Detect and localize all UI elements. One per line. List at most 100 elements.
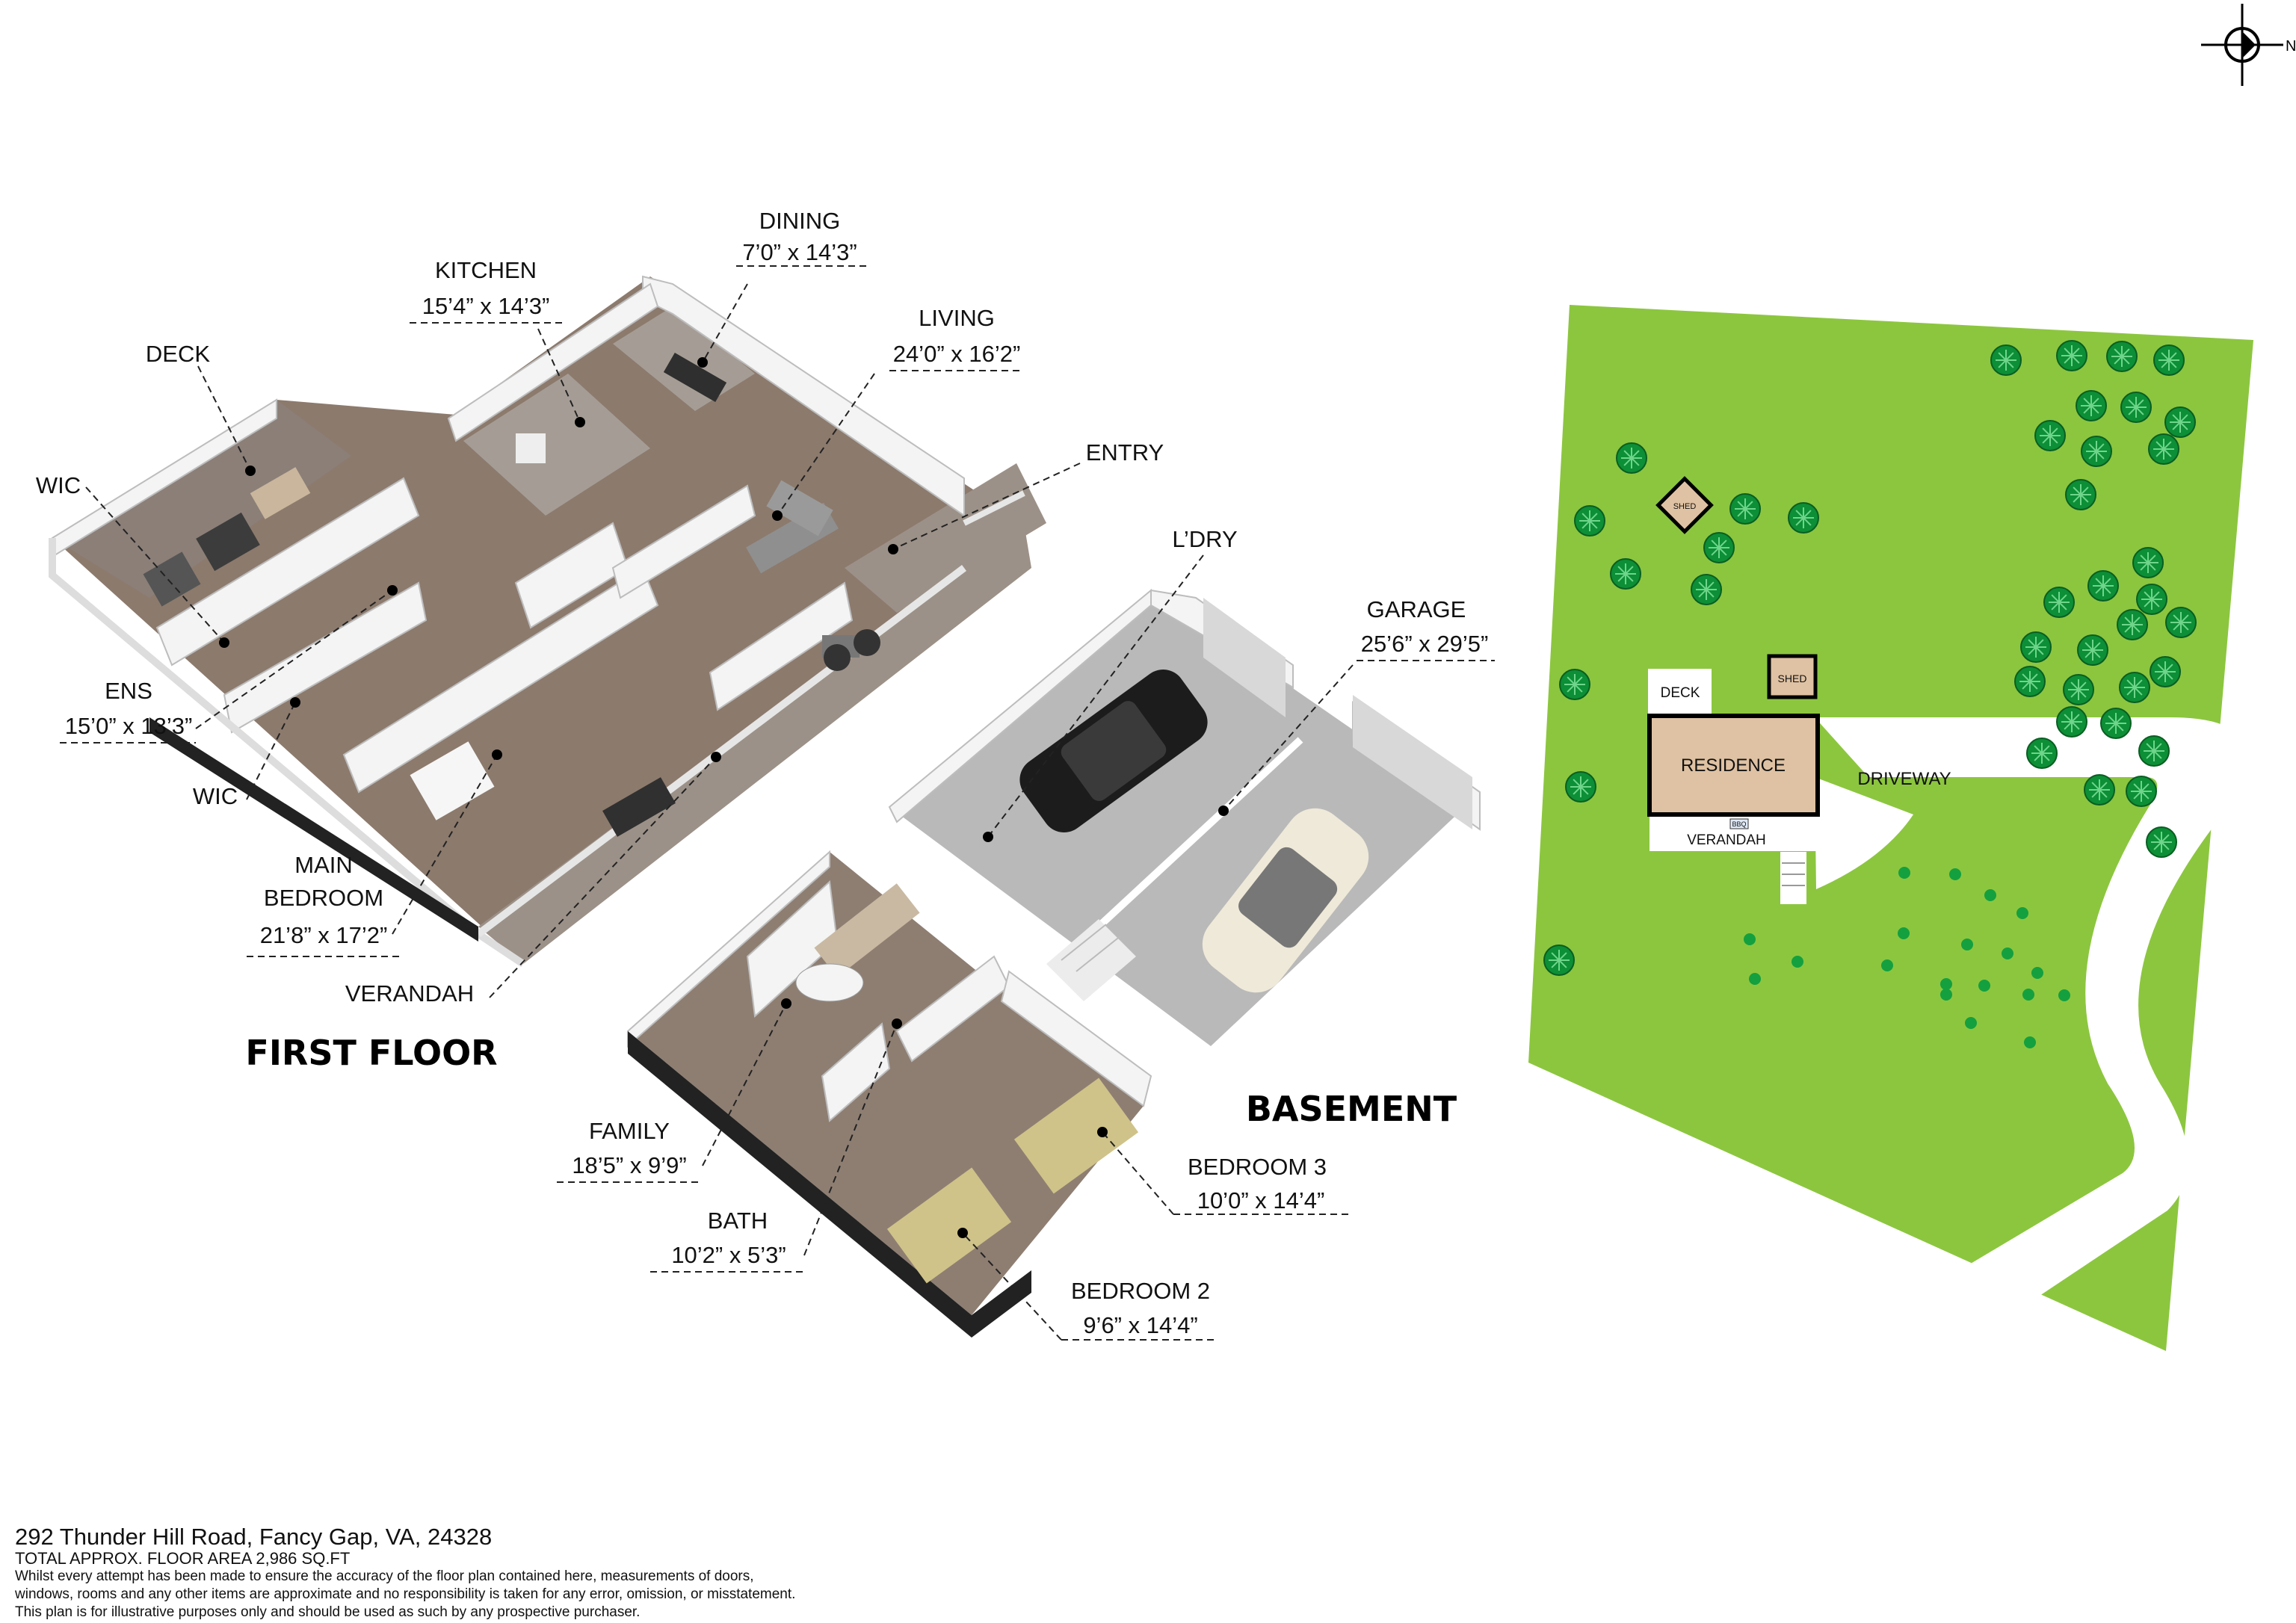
tree-icon [2063, 674, 2094, 705]
tree-icon [2126, 776, 2157, 807]
first-floor-model [49, 275, 1046, 968]
bedroom2-dims: 9’6” x 14’4” [1083, 1312, 1197, 1338]
tree-icon [2100, 708, 2132, 739]
site-trees [1543, 340, 2197, 976]
tree-icon [2146, 826, 2177, 858]
garage-dims: 25’6” x 29’5” [1361, 631, 1489, 657]
tree-icon [1616, 442, 1647, 474]
disclaimer-line-1: Whilst every attempt has been made to en… [15, 1568, 754, 1584]
shrub-icon [1881, 959, 1893, 971]
tree-icon [2132, 547, 2164, 578]
entry-label: ENTRY [1086, 439, 1164, 466]
ens-label: ENS [105, 678, 152, 704]
kitchen-dims: 15’4” x 14’3” [422, 293, 550, 319]
residence-label: RESIDENCE [1681, 755, 1786, 776]
tree-icon [2076, 390, 2107, 421]
tree-icon [1990, 344, 2022, 376]
shrub-icon [2031, 967, 2043, 979]
tree-icon [2084, 774, 2115, 806]
shed-top-label: SHED [1673, 502, 1697, 511]
shrub-icon [2022, 989, 2034, 1001]
site-deck [1648, 669, 1712, 715]
shrub-icon [1984, 889, 1996, 901]
shrub-icon [1961, 939, 1973, 950]
family-label: FAMILY [589, 1118, 670, 1144]
tree-icon [1574, 505, 1605, 537]
shrub-icon [1940, 989, 1952, 1001]
ens-dims: 15’0” x 13’3” [65, 713, 193, 739]
tree-icon [1691, 574, 1722, 605]
basement-title: BASEMENT [1246, 1089, 1457, 1129]
property-address: 292 Thunder Hill Road, Fancy Gap, VA, 24… [15, 1524, 493, 1550]
tree-icon [2087, 570, 2119, 602]
tree-icon [2153, 344, 2185, 376]
shrub-icon [1978, 980, 1990, 992]
bedroom2-label: BEDROOM 2 [1071, 1278, 1210, 1304]
compass-north-label: N [2286, 38, 2296, 55]
tree-icon [2020, 631, 2052, 663]
shrub-icon [1792, 956, 1803, 968]
tree-icon [2120, 392, 2152, 423]
tree-icon [1729, 493, 1761, 525]
basement-model [627, 588, 1481, 1338]
tree-icon [2034, 420, 2066, 451]
footer: 292 Thunder Hill Road, Fancy Gap, VA, 24… [15, 1524, 1061, 1622]
tree-icon [2119, 672, 2150, 703]
total-floor-area: TOTAL APPROX. FLOOR AREA 2,986 SQ.FT [15, 1549, 351, 1568]
kitchen-label: KITCHEN [435, 257, 537, 283]
shrub-icon [1940, 978, 1952, 990]
tree-icon [2056, 706, 2087, 738]
wic-top-label: WIC [36, 472, 81, 498]
tree-icon [1788, 502, 1819, 534]
tree-icon [2150, 656, 2181, 687]
laundry-label: L’DRY [1172, 526, 1237, 552]
living-label: LIVING [919, 305, 995, 331]
shrub-icon [2016, 907, 2028, 919]
dining-label: DINING [759, 208, 841, 234]
deck-label: DECK [146, 341, 210, 367]
driveway [1815, 717, 2248, 1300]
shed-top: SHED [1655, 476, 1714, 534]
shrub-icon [1965, 1017, 1977, 1029]
bedroom3-label: BEDROOM 3 [1188, 1154, 1327, 1180]
bath-dims: 10’2” x 5’3” [671, 1242, 786, 1268]
site-shrubs [1744, 867, 2070, 1048]
tree-icon [2077, 634, 2108, 666]
main-bedroom-label-1: MAIN [294, 852, 353, 878]
disclaimer-line-2: windows, rooms and any other items are a… [15, 1586, 796, 1602]
tree-icon [2164, 406, 2196, 438]
bbq-box [1729, 818, 1749, 829]
shrub-icon [2024, 1036, 2036, 1048]
tree-icon [2165, 607, 2197, 638]
white-suv-model [1202, 808, 1369, 993]
tree-icon [2065, 479, 2096, 510]
shrub-icon [1898, 927, 1910, 939]
family-dims: 18’5” x 9’9” [572, 1152, 686, 1178]
driveway-label: DRIVEWAY [1857, 769, 1951, 789]
wic-bottom-label: WIC [193, 783, 238, 809]
site-steps [1780, 852, 1806, 904]
shrub-icon [1949, 868, 1961, 880]
tree-icon [2136, 584, 2167, 615]
shrub-icon [2058, 989, 2070, 1001]
shrub-icon [1898, 867, 1910, 879]
tree-icon [1610, 558, 1641, 590]
bbq-label: BBQ [1732, 820, 1746, 828]
room-leaders [60, 265, 1495, 1341]
disclaimer-line-3: This plan is for illustrative purposes o… [15, 1604, 641, 1620]
site-plan: DECK RESIDENCE BBQ VERANDAH SHED SHED DR… [1528, 305, 2253, 1351]
tree-icon [2056, 340, 2087, 371]
tree-icon [2026, 738, 2058, 769]
tree-icon [1559, 669, 1590, 700]
tree-icon [2148, 433, 2179, 465]
tree-icon [1543, 945, 1575, 976]
living-dims: 24’0” x 16’2” [893, 341, 1021, 367]
first-floor-title: FIRST FLOOR [245, 1033, 497, 1073]
tree-icon [2138, 735, 2170, 767]
tree-icon [1703, 532, 1735, 563]
tree-icon [2043, 587, 2075, 618]
garage-label: GARAGE [1367, 596, 1466, 622]
tree-icon [2117, 609, 2148, 640]
site-deck-label: DECK [1661, 685, 1700, 701]
